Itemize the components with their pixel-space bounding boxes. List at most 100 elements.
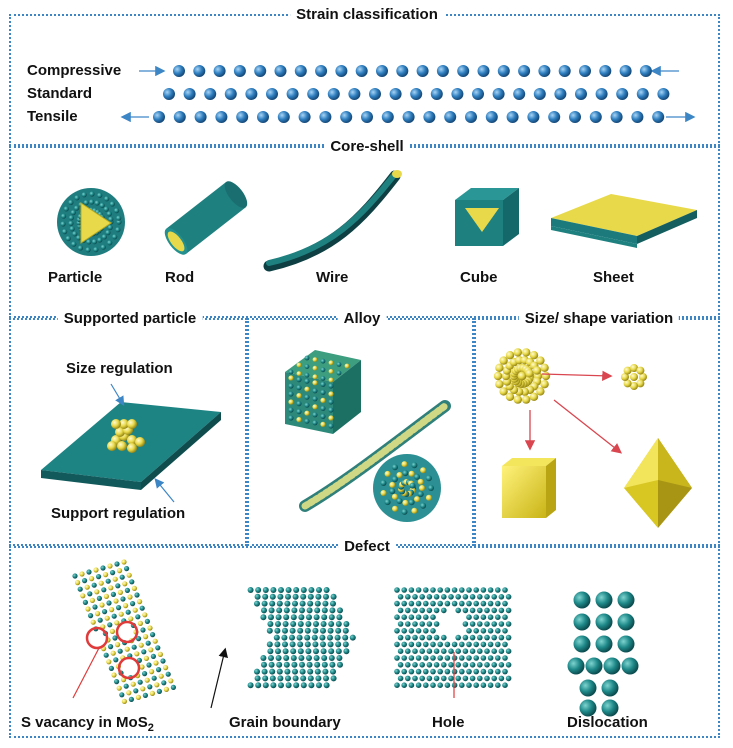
alloy-atom [312, 374, 318, 380]
mos2-atom [112, 635, 118, 641]
alloy-figures [285, 350, 451, 522]
grain-atom [261, 607, 267, 614]
label-hole: Hole [432, 714, 465, 731]
small-sphere-atom [623, 366, 632, 375]
alloy-atom [411, 507, 418, 514]
grain-atom [285, 593, 291, 600]
hole-atom [477, 648, 483, 654]
tensile-atom [506, 111, 519, 123]
vacancy-pointer [72, 647, 100, 699]
to-octahedron-arrow [553, 399, 623, 454]
hole-atom [401, 668, 408, 675]
grain-atom [267, 648, 274, 655]
shell-atom [69, 226, 75, 232]
grain-atom [342, 634, 349, 641]
hole-atom [498, 594, 505, 600]
label-rod: Rod [165, 269, 195, 286]
compressive-atom [639, 65, 652, 77]
hole-atom [433, 594, 440, 600]
mos2-atom [96, 574, 102, 580]
alloy-atom [408, 470, 415, 477]
grain-atom [261, 668, 268, 675]
grain-atom [291, 661, 298, 668]
hole-atom [394, 668, 400, 675]
mos2-atom [107, 563, 113, 569]
grain-atom [330, 593, 337, 600]
alloy-atom [312, 357, 318, 362]
grain-atom [290, 655, 297, 661]
alloy-atom [312, 404, 318, 410]
mos2-atom [143, 634, 149, 640]
dislocation-lattice [567, 591, 639, 717]
hole-atom [426, 621, 433, 627]
mos2-atom [94, 589, 100, 595]
standard-atom [616, 88, 629, 100]
mos2-atom [147, 625, 153, 631]
hole-atom [415, 614, 422, 620]
grain-atom [290, 648, 297, 655]
hole-atom [430, 655, 436, 661]
big-sphere-atom [532, 366, 542, 375]
mos2-atom [139, 605, 145, 611]
standard-atom [348, 88, 361, 100]
grain-atom [335, 641, 342, 648]
mos2-atom [111, 672, 117, 678]
mos2-atom [89, 597, 95, 603]
label-cube: Cube [460, 269, 498, 286]
alloy-atom [296, 393, 302, 399]
hole-atom [423, 600, 429, 607]
hole-atom [397, 594, 404, 600]
compressive-atom [254, 65, 267, 77]
big-sphere-atom [499, 387, 508, 396]
hole-atom [412, 621, 418, 627]
hole-atom [491, 662, 498, 668]
hole-atom [480, 600, 487, 607]
hole-atom [405, 634, 411, 641]
mos2-atom [140, 627, 146, 633]
hole-atom [466, 655, 472, 661]
alloy-atom [392, 464, 398, 471]
grain-atom [314, 600, 321, 607]
grain-atom [306, 655, 312, 661]
core-shell-panel: Core-shell [9, 138, 720, 318]
shell-atom [109, 201, 115, 207]
mos2-atom [117, 648, 123, 654]
alloy-atom [328, 377, 334, 383]
hole-atom [477, 675, 483, 682]
grain-atom [311, 634, 318, 641]
grain-atom [313, 648, 319, 655]
small-sphere-atom [621, 373, 629, 381]
defect-title: Defect [338, 538, 396, 555]
hole-atom [469, 621, 476, 627]
mos2-atom [110, 650, 116, 656]
hole-atom [426, 634, 433, 641]
alloy-atom [401, 461, 408, 468]
hole-atom [495, 641, 501, 648]
hole-atom [405, 594, 411, 600]
alloy-atom [304, 355, 310, 361]
mos2-atom [137, 620, 143, 626]
mos2-atom [135, 614, 141, 620]
hole-atom [484, 594, 490, 600]
hole-atom [394, 587, 400, 593]
hole-atom [473, 600, 480, 607]
alloy-atom [419, 485, 425, 491]
hole-atom [423, 628, 429, 634]
grain-atom [297, 641, 304, 648]
alloy-atom [328, 407, 334, 413]
grain-atom [291, 607, 298, 614]
small-sphere-atom [639, 373, 647, 381]
grain-atom [292, 675, 299, 682]
tensile-atom [589, 111, 602, 123]
hole-atom [426, 648, 433, 654]
tensile-atom [631, 111, 644, 123]
alloy-panel: Alloy [247, 310, 474, 546]
grain-atom [320, 621, 327, 627]
hole-atom [451, 655, 458, 661]
hole-atom [415, 641, 422, 648]
grain-atom [290, 614, 297, 621]
hole-atom [448, 594, 454, 600]
grain-atom [304, 627, 311, 634]
grain-atom [268, 607, 275, 614]
mos2-atom [114, 561, 120, 567]
